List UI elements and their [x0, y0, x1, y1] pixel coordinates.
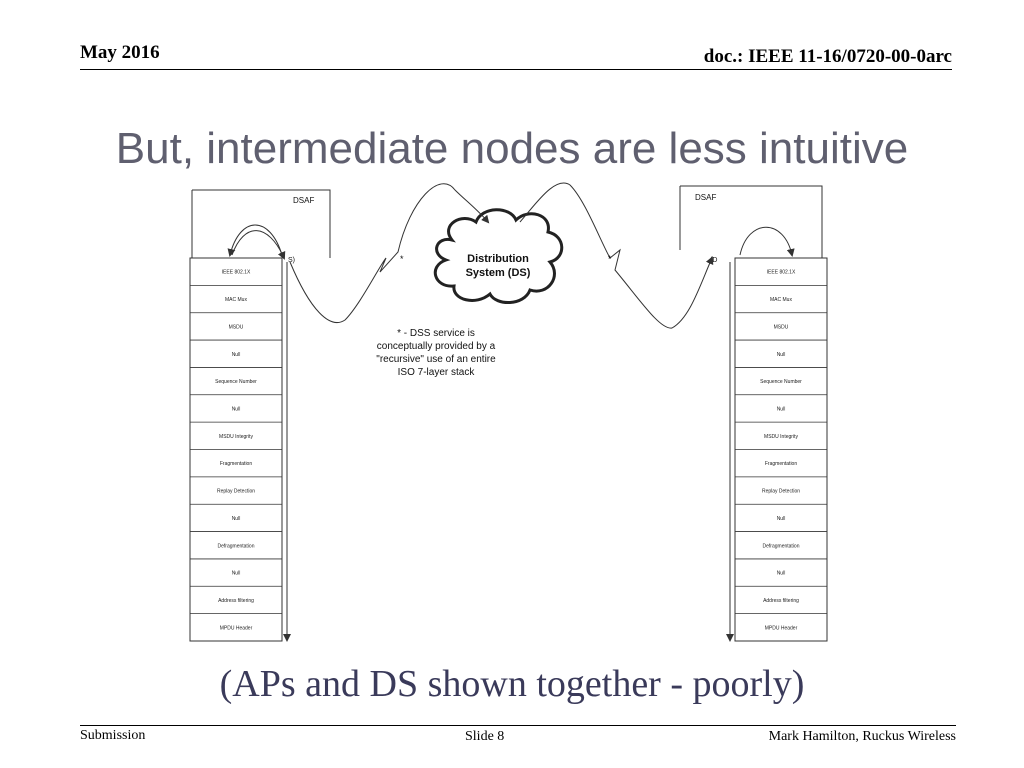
stack-row-label: Null: [232, 406, 241, 412]
stack-row-label: IEEE 802.1X: [222, 270, 251, 276]
note-line: conceptually provided by a: [377, 341, 496, 352]
stack-row-label: MPDU Header: [765, 625, 798, 631]
stack-row-label: MAC Mux: [770, 297, 792, 303]
partial-label-right: (D: [710, 257, 717, 264]
stack-row-label: Fragmentation: [220, 461, 252, 467]
header-divider: [80, 69, 952, 70]
stack-row-label: Null: [777, 352, 786, 358]
ds-cloud-line2: System (DS): [466, 267, 531, 279]
stack-row-label: Sequence Number: [215, 379, 257, 385]
ds-cloud-line1: Distribution: [467, 253, 529, 265]
arc-left-to-ds: [289, 183, 490, 323]
stack-row-label: MSDU Integrity: [764, 434, 798, 440]
note-line: "recursive" use of an entire: [376, 354, 496, 365]
ds-cloud: [433, 208, 564, 304]
note-line: * - DSS service is: [397, 328, 475, 339]
stack-row-label: IEEE 802.1X: [767, 270, 796, 276]
stack-row-label: Null: [777, 516, 786, 522]
dsaf-right-arrow-a: [739, 226, 795, 257]
stack-row-label: Null: [777, 406, 786, 412]
stack-row-label: Null: [232, 516, 241, 522]
partial-label-left: S): [288, 257, 295, 264]
note-line: ISO 7-layer stack: [398, 367, 476, 378]
stack-row-label: Null: [232, 352, 241, 358]
dss-note: * - DSS service is conceptually provided…: [376, 328, 496, 378]
header-date: May 2016: [80, 42, 160, 63]
footer-submission: Submission: [80, 728, 146, 743]
stack-row-label: Address filtering: [763, 598, 799, 604]
stack-row-label: Defragmentation: [763, 543, 800, 549]
stack-row-label: Null: [777, 571, 786, 577]
star-left: *: [400, 254, 404, 264]
stack-row-label: Sequence Number: [760, 379, 802, 385]
dsaf-right-box: [680, 185, 823, 258]
stack-row-label: Address filtering: [218, 598, 254, 604]
dsaf-left-label: DSAF: [293, 196, 314, 205]
footer-slide-number: Slide 8: [465, 729, 505, 744]
stack-row-label: MPDU Header: [220, 625, 253, 631]
footer-author: Mark Hamilton, Ruckus Wireless: [768, 729, 956, 744]
stack-row-label: Defragmentation: [218, 543, 255, 549]
stack-row-label: Replay Detection: [217, 489, 255, 495]
stack-row-label: Fragmentation: [765, 461, 797, 467]
footer-divider: [80, 725, 956, 726]
arc-ds-to-right: [519, 182, 714, 329]
stack-row-label: MSDU: [774, 324, 789, 330]
stack-row-label: Replay Detection: [762, 489, 800, 495]
stack-row-label: MAC Mux: [225, 297, 247, 303]
star-right: *: [608, 254, 612, 264]
dsaf-left-arrow-b: [231, 230, 286, 260]
stack-row-label: Null: [232, 571, 241, 577]
dsaf-left-box: [192, 189, 331, 258]
header-doc-id: doc.: IEEE 11-16/0720-00-0arc: [703, 46, 952, 67]
stack-row-label: MSDU Integrity: [219, 434, 253, 440]
slide-caption: (APs and DS shown together - poorly): [219, 663, 805, 705]
slide-title: But, intermediate nodes are less intuiti…: [115, 124, 909, 173]
stack-row-label: MSDU: [229, 324, 244, 330]
dsaf-right-label: DSAF: [695, 193, 716, 202]
dsaf-left-arrow-a: [227, 224, 283, 257]
